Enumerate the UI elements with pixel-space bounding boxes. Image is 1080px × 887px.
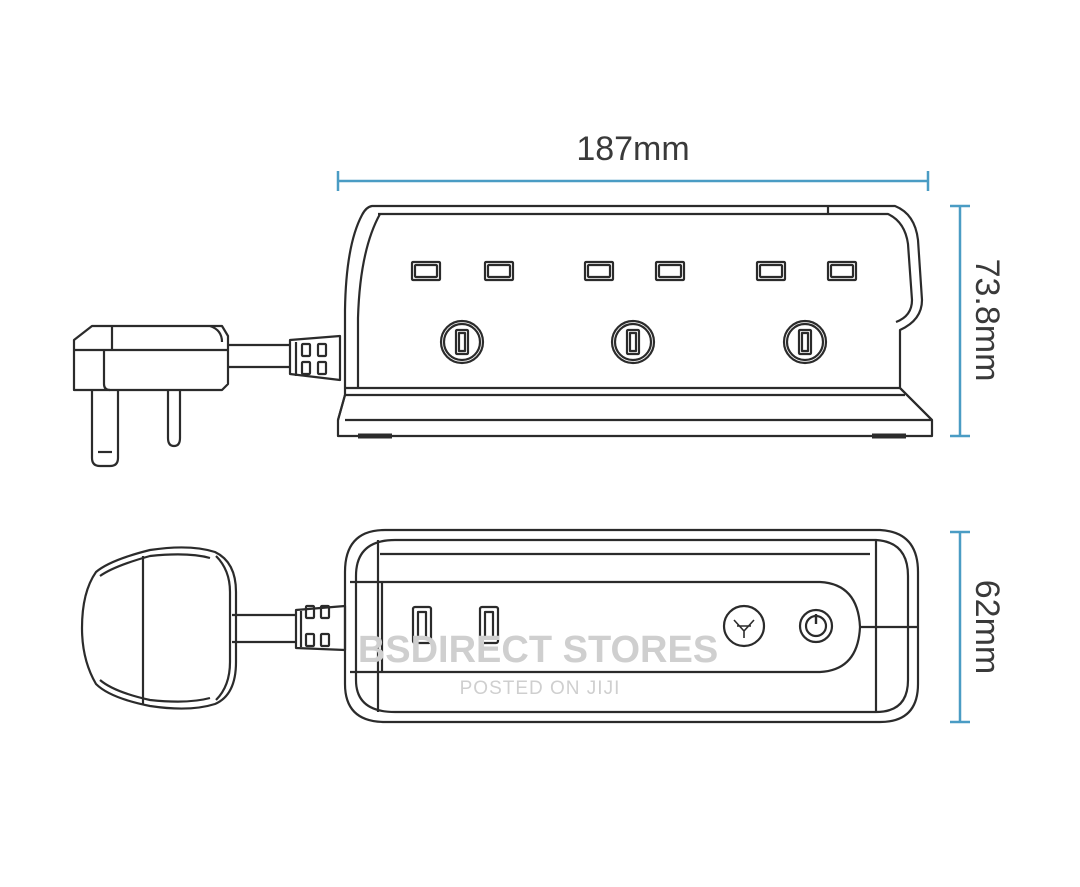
watermark-sub: POSTED ON JIJI: [460, 678, 621, 699]
front-cable: [228, 334, 342, 382]
width-label: 187mm: [576, 130, 689, 168]
top-cable: [232, 604, 347, 652]
depth-label: 62mm: [968, 580, 1006, 674]
front-body-outline: [336, 204, 934, 438]
sockets: [439, 319, 828, 365]
power-button-icon: [798, 608, 834, 644]
surge-indicator-icon: [722, 604, 766, 648]
height-dimension-line: [950, 204, 970, 438]
usb-ports: [411, 605, 500, 645]
depth-dimension-line: [950, 530, 970, 724]
top-body-outline: [343, 528, 920, 724]
top-view: [80, 528, 920, 724]
top-plug: [80, 546, 238, 710]
socket-switches: [410, 260, 858, 282]
front-plug: [72, 324, 230, 468]
height-label: 73.8mm: [968, 259, 1006, 382]
watermark-main: BSDIRECT STORES: [358, 629, 718, 671]
front-view: [72, 204, 934, 468]
width-dimension-line: [336, 171, 930, 191]
